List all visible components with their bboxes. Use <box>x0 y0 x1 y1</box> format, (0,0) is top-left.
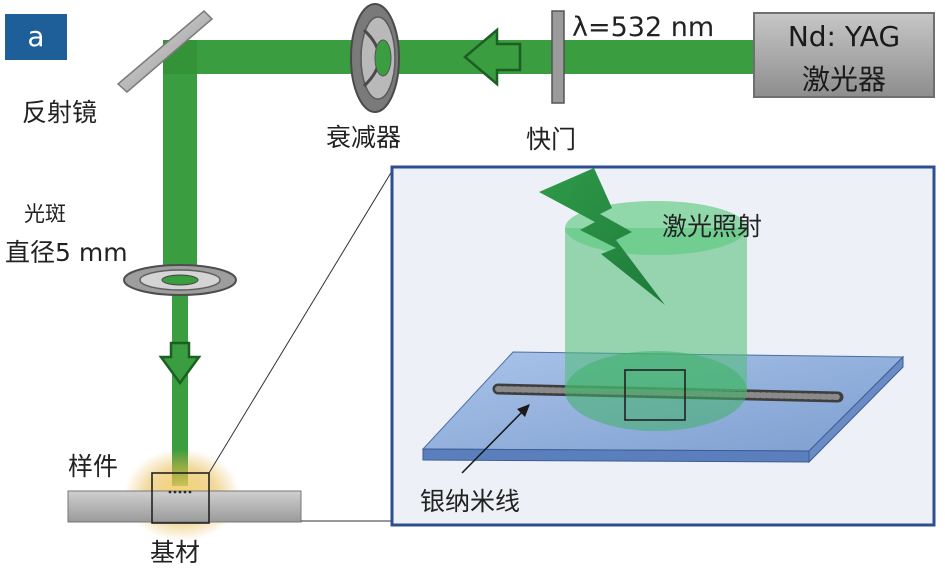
zoom-line-top <box>208 170 393 474</box>
shutter-label: 快门 <box>526 125 577 154</box>
beam-vertical <box>163 58 197 286</box>
mirror <box>116 9 214 93</box>
sample-box <box>151 472 210 524</box>
target-box <box>624 369 686 421</box>
beam-direction-arrow-left <box>463 27 522 87</box>
substrate <box>67 490 302 523</box>
attenuator <box>350 3 400 113</box>
laser-name: Nd: YAG <box>787 20 901 53</box>
mirror-label: 反射镜 <box>22 98 98 127</box>
beam-vertical-narrow <box>172 286 188 486</box>
spot-diameter-label: 直径5 mm <box>5 238 128 267</box>
spot-label: 光斑 <box>24 202 66 226</box>
sample-label: 样件 <box>68 452 119 481</box>
panel-letter: a <box>27 20 45 53</box>
nanowire-label: 银纳米线 <box>420 487 521 516</box>
substrate-label: 基材 <box>150 538 201 567</box>
nanowire-pointer-head <box>517 404 530 417</box>
irradiation-label: 激光照射 <box>662 212 763 241</box>
nanowire-pointer <box>461 409 525 474</box>
panel-label-badge: a <box>5 14 67 60</box>
shutter <box>551 10 565 104</box>
beam-direction-arrow-down <box>158 341 202 386</box>
laser-type: 激光器 <box>801 63 886 96</box>
laser-cylinder <box>565 201 747 431</box>
nanowire-dots <box>168 490 192 494</box>
aperture <box>123 264 237 296</box>
wavelength-label: λ=532 nm <box>572 12 715 43</box>
lightning-bolt <box>539 168 665 305</box>
attenuator-label: 衰减器 <box>326 123 402 152</box>
laser-source-box: Nd: YAG 激光器 <box>753 12 935 98</box>
